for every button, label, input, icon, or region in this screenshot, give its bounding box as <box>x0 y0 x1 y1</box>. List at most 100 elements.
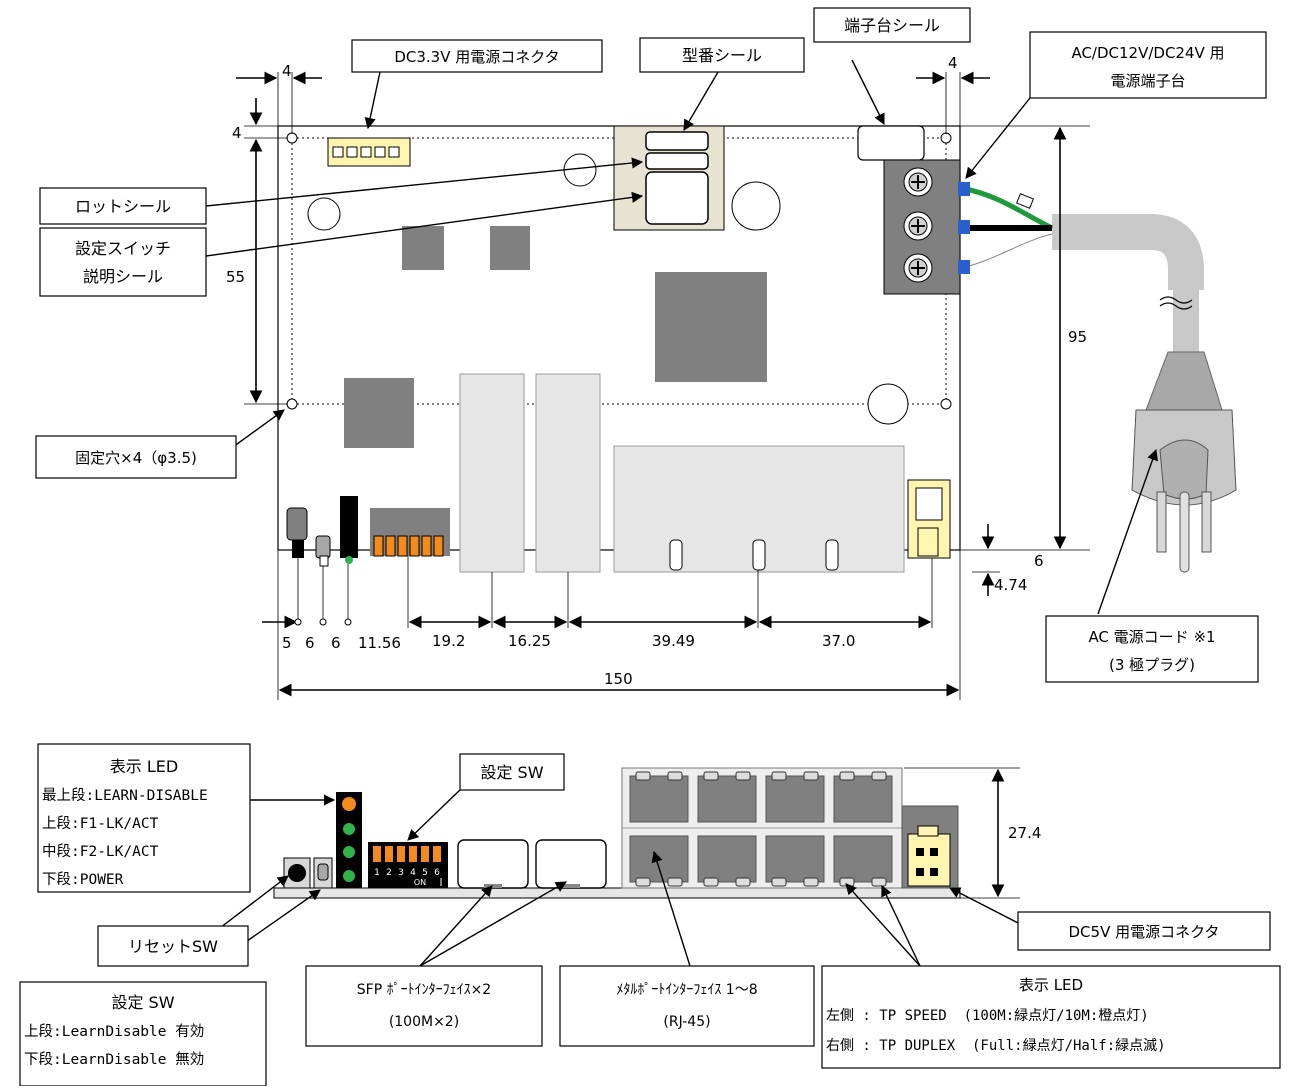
callout-lot-seal: ロットシール <box>39 187 207 225</box>
terminal-seal <box>857 125 925 161</box>
led-learn-disable <box>342 797 356 811</box>
svg-text:6: 6 <box>434 868 440 878</box>
callout-metal-ports: ﾒﾀﾙﾎﾟｰﾄｲﾝﾀｰﾌｪｲｽ 1～8 (RJ-45) <box>559 965 815 1047</box>
board-component <box>867 383 909 425</box>
svg-text:DC3.3V 用電源コネクタ: DC3.3V 用電源コネクタ <box>394 48 559 66</box>
leader-line <box>364 71 381 130</box>
dim-d5: 19.2 <box>432 632 465 650</box>
callout-terminal-seal: 端子台シール <box>813 7 971 43</box>
svg-text:下段:LearnDisable 無効: 下段:LearnDisable 無効 <box>24 1051 204 1068</box>
svg-text:AC/DC12V/DC24V 用: AC/DC12V/DC24V 用 <box>1071 44 1224 62</box>
dip-switch: 1 2 3 4 5 6 ON <box>368 842 448 888</box>
sfp-cage <box>459 373 525 573</box>
callout-dip-switch: 設定 SW <box>459 753 565 791</box>
dim-d3: 6 <box>331 634 341 652</box>
callout-switch-seal: 設定スイッチ 説明シール <box>39 227 207 297</box>
dim-front-height: 27.4 <box>1008 824 1041 842</box>
leader-line <box>211 875 289 935</box>
callout-sfp: SFP ﾎﾟｰﾄｲﾝﾀｰﾌｪｲｽ×2 (100M×2) <box>305 965 543 1047</box>
svg-text:3: 3 <box>398 868 404 878</box>
svg-text:5: 5 <box>422 868 428 878</box>
top-view: 4 4 4 55 95 6 4.74 5 6 6 11.56 19.2 16.2… <box>35 7 1267 700</box>
screw-icon <box>903 253 933 283</box>
front-view: 1 2 3 4 5 6 ON <box>19 743 1281 1087</box>
led-pipe-top <box>340 496 358 564</box>
setting-switch-top <box>315 535 331 567</box>
mounting-hole <box>940 398 952 410</box>
svg-text:電源端子台: 電源端子台 <box>1110 72 1185 90</box>
power-terminal-block <box>883 159 961 295</box>
model-seal <box>645 131 709 151</box>
svg-text:中段:F2-LK/ACT: 中段:F2-LK/ACT <box>42 843 159 860</box>
dim-d6: 16.25 <box>508 632 551 650</box>
main-chip <box>655 272 767 382</box>
board-component <box>731 181 781 231</box>
dim-height: 95 <box>1068 328 1087 346</box>
svg-text:(RJ-45): (RJ-45) <box>663 1014 710 1030</box>
dim-d7: 39.49 <box>652 632 695 650</box>
dim-d2: 6 <box>305 634 315 652</box>
svg-text:1: 1 <box>374 868 380 878</box>
lot-seal <box>645 152 709 170</box>
dc5v-connector-top <box>907 479 951 559</box>
rj45-port <box>833 771 893 887</box>
mounting-hole <box>286 398 298 410</box>
rj45-port <box>765 771 825 887</box>
svg-text:端子台シール: 端子台シール <box>844 16 940 35</box>
svg-text:最上段:LEARN-DISABLE: 最上段:LEARN-DISABLE <box>42 787 208 804</box>
dim-d8: 37.0 <box>822 632 855 650</box>
dim-node <box>294 618 302 626</box>
svg-text:設定 SW: 設定 SW <box>480 763 543 782</box>
chip <box>344 378 414 448</box>
board-component <box>307 197 341 231</box>
leader-line <box>407 787 463 841</box>
svg-text:設定スイッチ: 設定スイッチ <box>75 239 171 258</box>
leader-line <box>205 191 644 257</box>
rj45-housing <box>621 767 903 889</box>
dim-bottom-a: 6 <box>1034 552 1044 570</box>
switch-seal <box>645 171 709 225</box>
setting-switch-knob <box>317 863 329 881</box>
svg-text:右側 : TP DUPLEX (Full:緑点灯/Half: 右側 : TP DUPLEX (Full:緑点灯/Half:緑点滅) <box>826 1038 1166 1054</box>
dim-right-offset: 4 <box>948 54 958 72</box>
leader-line <box>1097 448 1158 615</box>
svg-text:(100M×2): (100M×2) <box>389 1014 459 1030</box>
led-pipe <box>336 792 362 888</box>
callout-dc33-connector: DC3.3V 用電源コネクタ <box>351 39 603 73</box>
callout-port-led: 表示 LED 左側 : TP SPEED (100M:緑点灯/10M:橙点灯) … <box>821 965 1281 1069</box>
sfp-cage <box>535 373 601 573</box>
svg-text:SFP ﾎﾟｰﾄｲﾝﾀｰﾌｪｲｽ×2: SFP ﾎﾟｰﾄｲﾝﾀｰﾌｪｲｽ×2 <box>357 982 491 998</box>
dim-node <box>344 618 352 626</box>
svg-text:AC 電源コード ※1: AC 電源コード ※1 <box>1088 628 1215 646</box>
callout-power-terminal: AC/DC12V/DC24V 用 電源端子台 <box>1029 31 1267 99</box>
led-power <box>343 870 355 882</box>
dim-d1: 5 <box>282 634 292 652</box>
svg-text:DC5V 用電源コネクタ: DC5V 用電源コネクタ <box>1069 923 1220 941</box>
svg-text:上段:F1-LK/ACT: 上段:F1-LK/ACT <box>42 815 159 832</box>
dim-top-offset: 4 <box>232 124 242 142</box>
dim-bottom-b: 4.74 <box>994 576 1027 594</box>
dim-total-width: 150 <box>604 670 633 688</box>
rj45-port <box>697 771 757 887</box>
callout-ac-cord: AC 電源コード ※1 (3 極プラグ) <box>1045 615 1259 683</box>
led-f1 <box>343 823 355 835</box>
screw-icon <box>903 211 933 241</box>
mounting-hole <box>286 132 298 144</box>
leader-line <box>949 887 1021 925</box>
leader-line <box>683 71 719 131</box>
svg-text:左側 : TP SPEED (100M:緑点灯/10M:橙: 左側 : TP SPEED (100M:緑点灯/10M:橙点灯) <box>826 1008 1149 1024</box>
svg-text:リセットSW: リセットSW <box>128 937 218 956</box>
leader-line <box>881 884 921 967</box>
svg-text:固定穴×4（φ3.5): 固定穴×4（φ3.5) <box>75 449 197 467</box>
sfp-port-1 <box>457 839 529 889</box>
dim-hole-spacing: 55 <box>226 268 245 286</box>
callout-led-legend: 表示 LED 最上段:LEARN-DISABLE 上段:F1-LK/ACT 中段… <box>37 743 251 893</box>
screw-icon <box>903 167 933 197</box>
reset-switch-top <box>286 507 308 558</box>
leader-line <box>419 881 567 967</box>
callout-reset-sw: リセットSW <box>97 925 249 967</box>
dim-node <box>319 618 327 626</box>
leader-line <box>851 59 885 126</box>
sfp-port-2 <box>535 839 607 889</box>
